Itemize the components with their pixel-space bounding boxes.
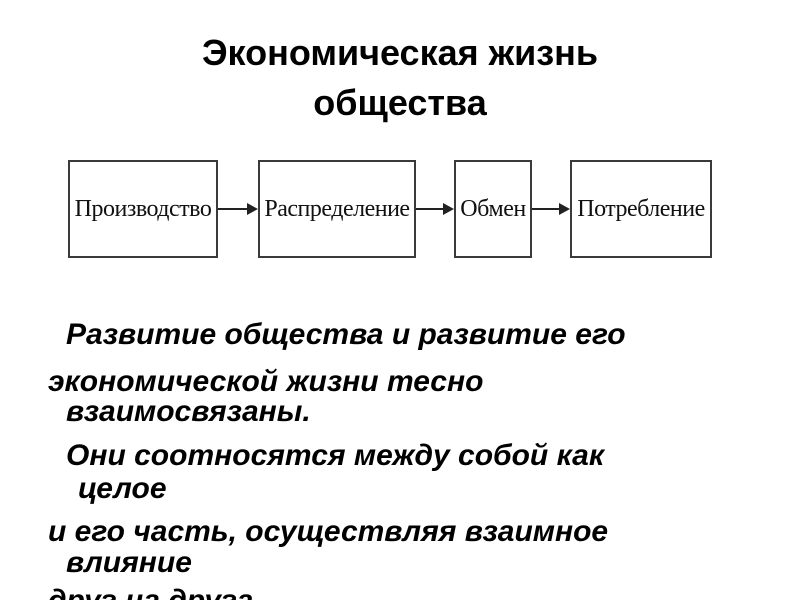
slide-title-line-1: Экономическая жизнь [201, 32, 599, 73]
body-line: влияние [66, 546, 192, 579]
step-box-exchange: Обмен [454, 160, 532, 258]
body-line: взаимосвязаны. [66, 395, 311, 428]
body-line: и его часть, осуществляя взаимное [48, 515, 609, 548]
body-line: друг на друга. [48, 584, 262, 600]
slide-title: Экономическая жизнь общества [0, 28, 800, 128]
economic-flow-diagram: Производство Распределение Обмен Потребл… [68, 160, 712, 258]
step-box-consumption: Потребление [570, 160, 712, 258]
body-line: Они соотносятся между собой как [66, 439, 605, 472]
body-line: целое [78, 472, 167, 505]
body-line: Развитие общества и развитие его [66, 318, 626, 351]
slide-title-line-2: общества [313, 82, 487, 123]
step-box-production: Производство [68, 160, 218, 258]
body-line: экономической жизни тесно [48, 365, 484, 398]
step-box-distribution: Распределение [258, 160, 416, 258]
